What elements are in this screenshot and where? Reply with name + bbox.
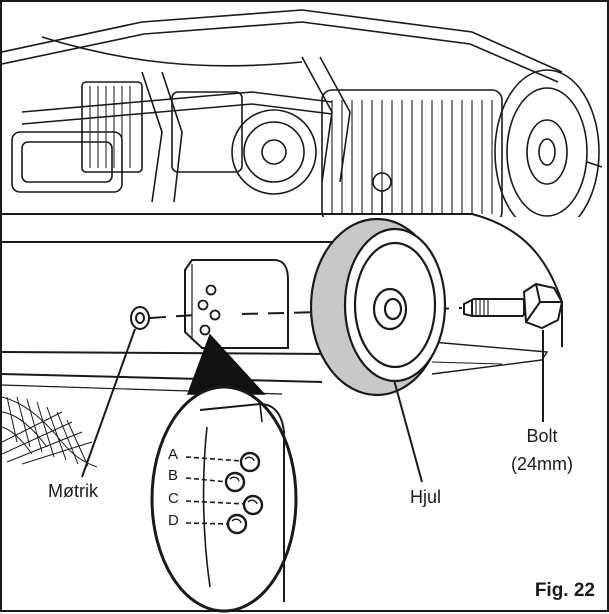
hole-label-b: B bbox=[168, 467, 179, 484]
bracket-holes bbox=[197, 284, 221, 336]
hole-leader-lines bbox=[185, 456, 247, 525]
enlarged-holes bbox=[224, 451, 264, 535]
magnified-detail bbox=[150, 385, 298, 613]
bolt-size-label: (24mm) bbox=[511, 454, 573, 474]
hole-label-a: A bbox=[168, 446, 179, 463]
wheel-label: Hjul bbox=[410, 487, 442, 507]
bolt bbox=[463, 282, 564, 330]
grass-texture bbox=[2, 396, 98, 468]
figure-number: Fig. 22 bbox=[534, 580, 595, 601]
nut-label: Møtrik bbox=[48, 481, 98, 501]
magnifier-pointer bbox=[186, 333, 266, 395]
mounting-bracket bbox=[184, 259, 289, 349]
hole-label-c: C bbox=[168, 490, 179, 507]
hole-label-d: D bbox=[168, 512, 179, 529]
motor-section bbox=[2, 9, 603, 217]
callout-lines bbox=[81, 328, 544, 483]
nut bbox=[130, 306, 150, 330]
bolt-label: Bolt bbox=[526, 426, 558, 446]
wheel bbox=[309, 217, 447, 397]
